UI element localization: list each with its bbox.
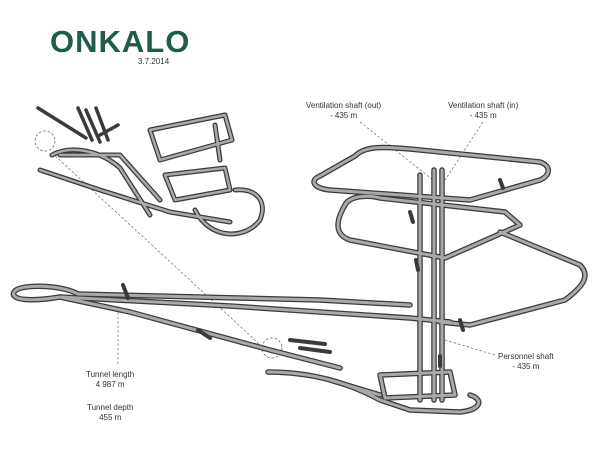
main-tunnel-fill — [12, 146, 587, 414]
leader-lines — [51, 121, 496, 366]
detail-circle-main — [261, 337, 283, 359]
vent-in-label: Ventilation shaft (in) - 435 m — [448, 101, 519, 120]
inset-tunnel-fan — [36, 106, 120, 144]
tunnel-side-branches — [121, 178, 505, 368]
diagram-title: ONKALO — [50, 24, 191, 59]
personnel-shaft-label: Personnel shaft - 435 m — [498, 352, 554, 371]
vent-out-label: Ventilation shaft (out) - 435 m — [306, 101, 382, 120]
detail-connector-line — [51, 152, 269, 353]
personnel-leader-line — [444, 339, 496, 356]
detail-circle-inset — [34, 130, 56, 152]
vent-out-leader-line — [359, 121, 434, 181]
tunnel-length-label: Tunnel length 4 987 m — [86, 370, 135, 389]
diagram-date: 3.7.2014 — [138, 57, 170, 66]
tunnel-depth-label: Tunnel depth 455 m — [87, 403, 134, 422]
inset-detail-fill — [38, 113, 264, 236]
